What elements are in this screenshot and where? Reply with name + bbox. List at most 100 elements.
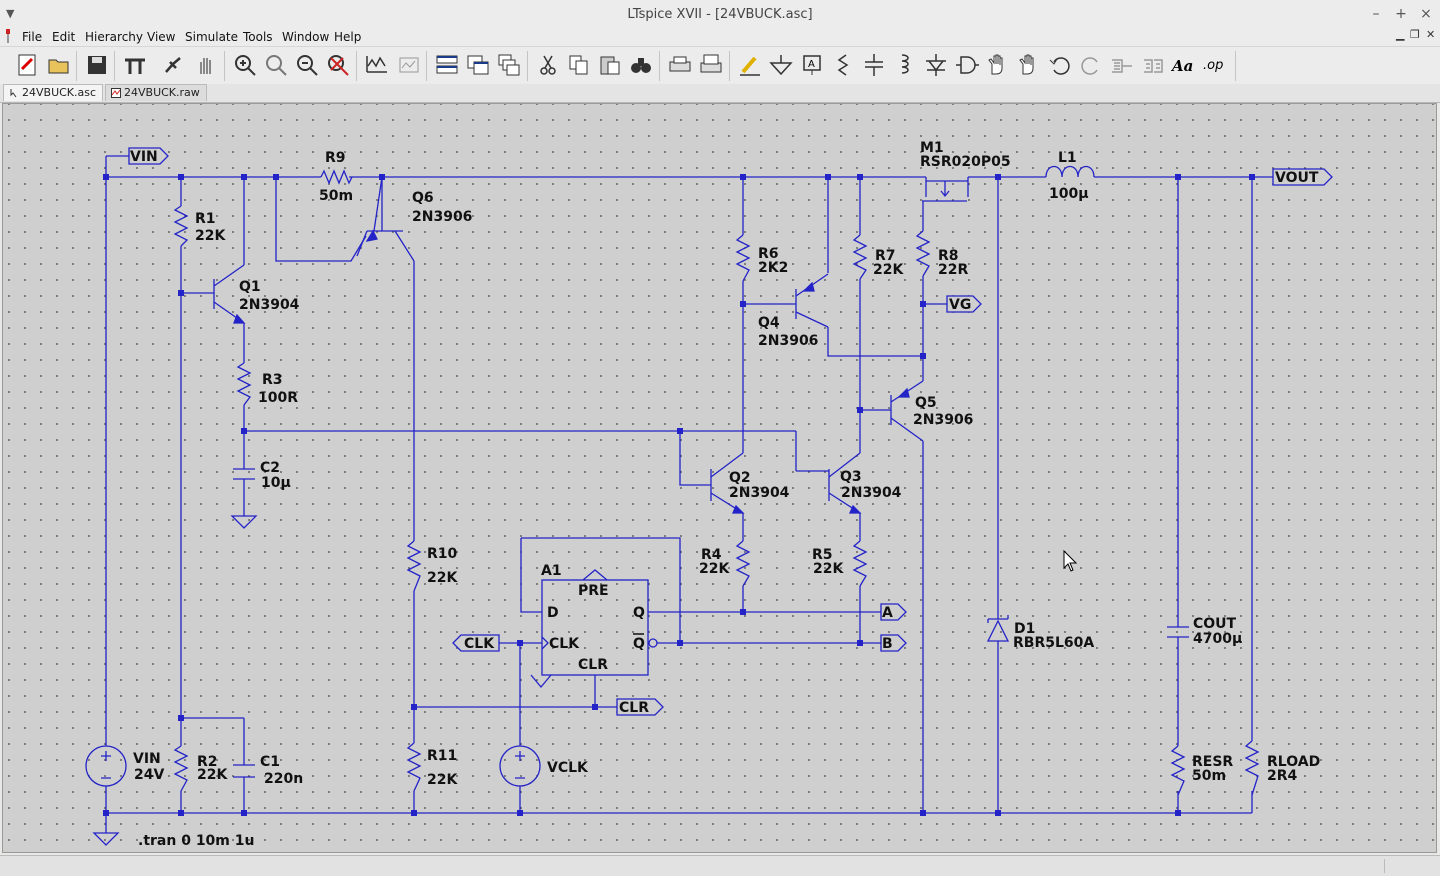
print-setup-icon[interactable] <box>667 52 693 78</box>
q2-npn-transistor[interactable] <box>710 452 745 514</box>
r10-resistor[interactable] <box>406 540 422 592</box>
c1-capacitor[interactable] <box>233 764 255 778</box>
close-icon[interactable]: × <box>1420 6 1432 22</box>
spice-directive[interactable]: .tran 0 10m 1u <box>138 833 254 849</box>
a1-pin-pre: PRE <box>578 583 609 599</box>
menu-file[interactable]: File <box>22 30 43 44</box>
save-icon[interactable] <box>84 52 110 78</box>
zoom-in-icon[interactable] <box>232 52 258 78</box>
halt-icon[interactable] <box>193 52 219 78</box>
resize-grip[interactable] <box>1384 859 1440 873</box>
label-net-icon[interactable]: A <box>799 52 825 78</box>
clr-port-flag[interactable] <box>616 698 664 716</box>
r4-resistor[interactable] <box>735 540 751 587</box>
r7-name: R7 <box>875 248 896 264</box>
pan-icon[interactable] <box>263 52 289 78</box>
control-panel-icon[interactable] <box>122 52 148 78</box>
trace-view-icon[interactable] <box>396 52 422 78</box>
menu-help[interactable]: Help <box>334 30 362 44</box>
resistor-icon[interactable] <box>830 52 856 78</box>
paste-icon[interactable] <box>597 52 623 78</box>
m1-name: M1 <box>920 140 944 156</box>
schematic-canvas[interactable]: VIN VOUT VG CLK CLR A B R9 50m Q6 2N3906… <box>2 103 1437 853</box>
mdi-close-icon[interactable]: ✕ <box>1426 28 1436 41</box>
undo-icon[interactable] <box>1047 52 1073 78</box>
minimize-icon[interactable]: – <box>1372 6 1380 22</box>
resr-resistor[interactable] <box>1170 745 1186 796</box>
menu-hierarchy[interactable]: Hierarchy <box>85 30 144 44</box>
text-icon[interactable]: Aa <box>1171 52 1197 78</box>
tab-waveform[interactable]: 24VBUCK.raw <box>105 84 207 101</box>
vclk-source[interactable] <box>499 745 541 787</box>
drag-icon[interactable] <box>1016 52 1042 78</box>
r7-resistor[interactable] <box>852 234 868 280</box>
a-port-flag[interactable] <box>880 603 907 621</box>
window-menu-icon[interactable]: ▼ <box>6 7 15 20</box>
b-port-flag[interactable] <box>880 634 907 652</box>
tile-vertical-icon[interactable] <box>465 52 491 78</box>
component-icon[interactable] <box>954 52 980 78</box>
redo-icon[interactable] <box>1078 52 1104 78</box>
find-icon[interactable] <box>628 52 654 78</box>
cascade-icon[interactable] <box>496 52 522 78</box>
r8-resistor[interactable] <box>915 230 931 277</box>
svg-text:A: A <box>808 59 815 70</box>
r11-resistor[interactable] <box>406 742 422 792</box>
cut-icon[interactable] <box>535 52 561 78</box>
vg-port-flag[interactable] <box>946 295 982 313</box>
spice-directive-icon[interactable]: .op <box>1202 52 1228 78</box>
r3-resistor[interactable] <box>236 362 252 406</box>
move-icon[interactable] <box>985 52 1011 78</box>
menu-simulate[interactable]: Simulate <box>185 30 239 44</box>
autorange-icon[interactable] <box>364 52 390 78</box>
zoom-out-icon[interactable] <box>294 52 320 78</box>
q4-name: Q4 <box>758 315 780 331</box>
junction-dots <box>103 174 1255 816</box>
rload-resistor[interactable] <box>1244 740 1260 796</box>
r6-resistor[interactable] <box>735 234 751 282</box>
vin-port-flag[interactable] <box>128 147 169 165</box>
cout-capacitor[interactable] <box>1167 626 1189 638</box>
clk-port-flag[interactable] <box>452 634 500 652</box>
resr-value: 50m <box>1192 768 1226 784</box>
ltspice-app-icon[interactable] <box>3 29 13 43</box>
vin-source[interactable] <box>85 745 127 787</box>
r9-resistor[interactable] <box>320 169 353 185</box>
vout-port-flag[interactable] <box>1272 168 1333 186</box>
r1-resistor[interactable] <box>173 205 189 247</box>
mdi-minimize-icon[interactable]: ▁ <box>1396 28 1405 41</box>
copy-icon[interactable] <box>566 52 592 78</box>
menu-tools[interactable]: Tools <box>243 30 273 44</box>
rotate-icon[interactable] <box>1109 52 1135 78</box>
run-icon[interactable] <box>160 52 186 78</box>
r2-resistor[interactable] <box>173 745 189 792</box>
diode-icon[interactable] <box>923 52 949 78</box>
l1-inductor[interactable] <box>1045 165 1095 178</box>
mirror-icon[interactable] <box>1140 52 1166 78</box>
m1-pmos-transistor[interactable] <box>922 177 969 202</box>
open-icon[interactable] <box>46 52 72 78</box>
q5-pnp-transistor[interactable] <box>890 380 924 442</box>
print-icon[interactable] <box>698 52 724 78</box>
mdi-restore-icon[interactable]: ❐ <box>1410 28 1420 41</box>
new-schematic-icon[interactable] <box>14 52 40 78</box>
zoom-fit-icon[interactable] <box>325 52 351 78</box>
draw-wire-icon[interactable] <box>737 52 763 78</box>
d1-schottky-diode[interactable] <box>986 615 1010 642</box>
q3-npn-transistor[interactable] <box>828 452 862 514</box>
ground-icon[interactable] <box>768 52 794 78</box>
maximize-icon[interactable]: + <box>1395 6 1407 22</box>
menu-view[interactable]: View <box>147 30 176 44</box>
tile-horizontal-icon[interactable] <box>434 52 460 78</box>
q1-npn-transistor[interactable] <box>213 264 246 324</box>
q6-pnp-transistor[interactable] <box>356 176 415 262</box>
capacitor-icon[interactable] <box>861 52 887 78</box>
r5-resistor[interactable] <box>852 540 868 587</box>
menu-edit[interactable]: Edit <box>52 30 76 44</box>
q4-pnp-transistor[interactable] <box>795 273 829 328</box>
menu-window[interactable]: Window <box>282 30 330 44</box>
a1-flip-flop[interactable] <box>530 569 658 689</box>
tab-schematic[interactable]: 24VBUCK.asc <box>3 84 103 101</box>
inductor-icon[interactable] <box>892 52 918 78</box>
c2-capacitor[interactable] <box>233 468 255 480</box>
